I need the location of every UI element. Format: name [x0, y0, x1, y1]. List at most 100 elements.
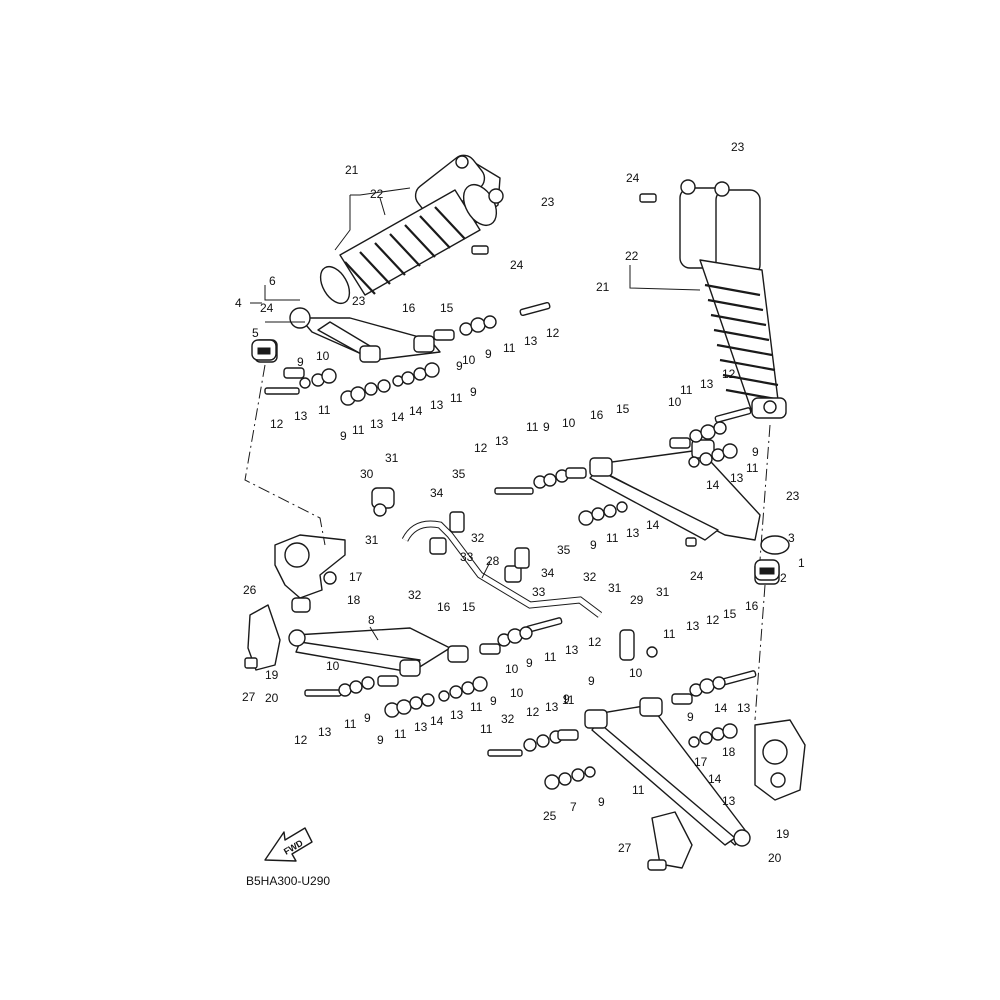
callout: 11 [318, 403, 331, 417]
callout: 22 [625, 249, 639, 263]
callout: 15 [723, 607, 737, 621]
callout: 14 [409, 404, 423, 418]
callout: 13 [545, 700, 559, 714]
callout: 19 [776, 827, 790, 841]
callout: 15 [616, 402, 630, 416]
callout: 11 [544, 650, 557, 664]
lower-right-a-arm [584, 697, 751, 847]
callout: 23 [541, 195, 555, 209]
callout: 9 [687, 710, 694, 724]
callout: 30 [360, 467, 374, 481]
callout: 35 [452, 467, 466, 481]
callout: 12 [474, 441, 488, 455]
callout: 11 [562, 693, 575, 707]
callout: 13 [430, 398, 444, 412]
callout: 10 [629, 666, 643, 680]
callout: 1 [798, 556, 805, 570]
callout: 13 [626, 526, 640, 540]
callout: 13 [524, 334, 538, 348]
callout: 32 [583, 570, 597, 584]
callout: 9 [543, 420, 550, 434]
callout: 11 [394, 727, 407, 741]
callout: 8 [368, 613, 375, 627]
callout: 11 [352, 423, 365, 437]
callout: 33 [532, 585, 546, 599]
callout: 31 [656, 585, 670, 599]
callout: 9 [456, 359, 463, 373]
callout: 11 [470, 700, 483, 714]
callout: 11 [663, 627, 676, 641]
callout: 14 [430, 714, 444, 728]
callout: 14 [391, 410, 405, 424]
callout: 3 [788, 531, 795, 545]
callout: 33 [460, 550, 474, 564]
callout: 11 [526, 420, 539, 434]
callout: 10 [462, 353, 476, 367]
diagram-code: B5HA300-U290 [246, 874, 330, 888]
callout: 14 [714, 701, 728, 715]
callout: 20 [265, 691, 279, 705]
callout: 9 [598, 795, 605, 809]
callout: 25 [543, 809, 557, 823]
callout: 18 [347, 593, 361, 607]
lower-left-a-arm [288, 627, 469, 677]
callout: 9 [526, 656, 533, 670]
callout: 31 [365, 533, 379, 547]
callout: 12 [706, 613, 720, 627]
callout: 23 [731, 140, 745, 154]
callout: 12 [588, 635, 602, 649]
callout: 13 [495, 434, 509, 448]
left-steering-knuckle [274, 534, 346, 613]
callout: 9 [340, 429, 347, 443]
callout: 9 [752, 445, 759, 459]
callout: 9 [588, 674, 595, 688]
callout: 11 [480, 722, 493, 736]
callout: 9 [590, 538, 597, 552]
callout: 18 [722, 745, 736, 759]
stabilizer-link-left [371, 487, 395, 517]
callout: 34 [541, 566, 555, 580]
stabilizer-link-right [619, 629, 658, 661]
callout: 5 [252, 326, 259, 340]
callout: 13 [565, 643, 579, 657]
callout: 9 [470, 385, 477, 399]
callout: 23 [352, 294, 366, 308]
callout: 13 [686, 619, 700, 633]
callout: 13 [318, 725, 332, 739]
callout: 14 [706, 478, 720, 492]
callout: 16 [590, 408, 604, 422]
callout: 4 [235, 296, 242, 310]
callout: 20 [768, 851, 782, 865]
ball-joint-upper-left [251, 339, 277, 361]
callout: 21 [345, 163, 359, 177]
callout: 9 [563, 692, 570, 706]
callout: 11 [344, 717, 357, 731]
callout: 28 [486, 554, 500, 568]
ball-joint-right [754, 559, 780, 581]
callout: 13 [294, 409, 308, 423]
callout: 9 [364, 711, 371, 725]
callout: 13 [414, 720, 428, 734]
upper-right-a-arm [589, 439, 790, 585]
callout: 12 [270, 417, 284, 431]
upper-right-shock-absorber [679, 179, 787, 419]
callout: 10 [510, 686, 524, 700]
fwd-arrow-icon: FWD [264, 827, 313, 862]
callout: 11 [450, 391, 463, 405]
callout: 35 [557, 543, 571, 557]
callout: 13 [737, 701, 751, 715]
callout: 32 [501, 712, 515, 726]
callout: 34 [430, 486, 444, 500]
callout: 13 [722, 794, 736, 808]
callout: 13 [730, 471, 744, 485]
callout: 6 [269, 274, 276, 288]
callout: 13 [450, 708, 464, 722]
callout: 27 [618, 841, 632, 855]
callout: 26 [243, 583, 257, 597]
stabilizer-bar [401, 511, 603, 618]
callout: 24 [510, 258, 524, 272]
callout: 32 [471, 531, 485, 545]
callout: 32 [408, 588, 422, 602]
callout: 11 [680, 383, 693, 397]
